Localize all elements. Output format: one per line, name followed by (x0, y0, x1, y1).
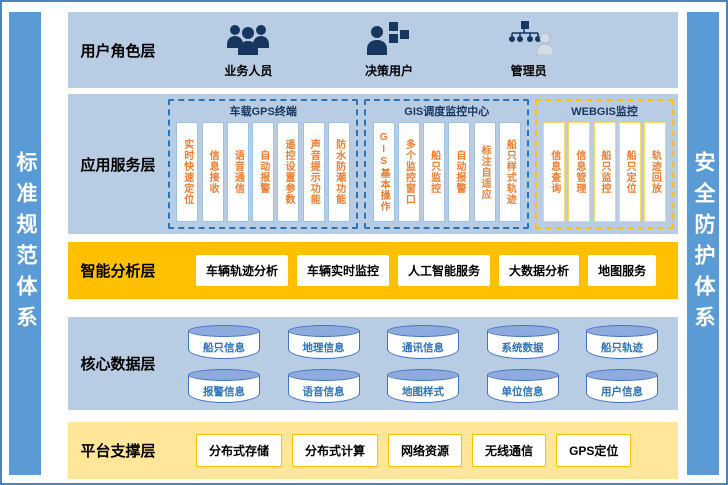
core-data-layer: 核心数据层 船只信息 地理信息 通讯信息 系统数据 船只轨迹 报警信息 语音信息… (68, 317, 678, 410)
service-feature-box: 信息管理 (568, 122, 591, 222)
database-cylinder: 船只信息 (188, 324, 260, 359)
platform-service-box: 分布式计算 (292, 434, 379, 467)
database-row: 船只信息 地理信息 通讯信息 系统数据 船只轨迹 (188, 324, 658, 359)
core-data-layer-label: 核心数据层 (80, 356, 156, 373)
service-group-items: GIS基本操作 多个监控窗口 船只监控 自动报警 标注自适应 船只样式轨迹 (369, 122, 524, 222)
layers-column: 用户角色层 业务人员 (68, 12, 678, 479)
service-feature-box: 防水防潮功能 (328, 122, 351, 222)
decision-users-icon (367, 21, 411, 60)
database-row: 报警信息 语音信息 地图样式 单位信息 用户信息 (188, 368, 658, 403)
database-cylinder: 通讯信息 (387, 324, 459, 359)
platform-service-box: GPS定位 (556, 434, 632, 467)
standards-system-bar: 标准规范体系 (9, 12, 41, 475)
service-group-title: WEBGIS监控 (571, 106, 638, 118)
analysis-services: 车辆轨迹分析 车辆实时监控 人工智能服务 大数据分析 地图服务 (168, 242, 678, 299)
service-feature-box: 信息接收 (201, 122, 224, 222)
service-feature-box: 自动报警 (252, 122, 275, 222)
service-group-items: 实时快速定位 信息接收 语音通信 自动报警 遥控设置参数 声音提示功能 防水防潮… (173, 122, 353, 222)
database-cylinder: 语音信息 (287, 368, 360, 403)
cylinder-top (486, 368, 559, 381)
service-feature-box: 轨迹回放 (643, 122, 666, 222)
role-label: 业务人员 (224, 64, 273, 78)
database-cylinder: 报警信息 (188, 368, 260, 403)
database-cylinder: 地理信息 (287, 324, 360, 359)
cylinder-top (586, 368, 658, 381)
cylinder-top (486, 324, 559, 337)
platform-support-layer-label: 平台支撑层 (80, 443, 156, 460)
cylinder-top (387, 368, 459, 381)
user-roles: 业务人员 决策用户 (168, 12, 678, 88)
platform-service-box: 分布式存储 (196, 434, 283, 467)
service-group-items: 信息查询 信息管理 船只监控 船只定位 轨迹回放 (540, 122, 669, 222)
service-feature-box: GIS基本操作 (372, 122, 395, 222)
service-groups: 车载GPS终端 实时快速定位 信息接收 语音通信 自动报警 遥控设置参数 声音提… (168, 94, 678, 234)
service-feature-box: 标注自适应 (473, 122, 496, 222)
service-feature-box: 船只监控 (593, 122, 616, 222)
role-decision-users: 决策用户 (365, 21, 413, 79)
role-business-users: 业务人员 (224, 21, 272, 79)
analysis-service-box: 大数据分析 (499, 255, 580, 286)
role-label: 决策用户 (365, 64, 414, 78)
analysis-service-box: 车辆轨迹分析 (196, 255, 289, 286)
service-group-gis-dispatch: GIS调度监控中心 GIS基本操作 多个监控窗口 船只监控 自动报警 标注自适应… (364, 99, 530, 229)
platform-service-box: 网络资源 (388, 434, 463, 467)
admin-user-icon (506, 21, 554, 60)
application-service-layer-label: 应用服务层 (80, 156, 156, 174)
standards-system-label: 标准规范体系 (14, 150, 37, 337)
analysis-service-box: 人工智能服务 (398, 255, 491, 286)
application-service-layer: 应用服务层 车载GPS终端 实时快速定位 信息接收 语音通信 自动报警 遥控设置… (68, 94, 678, 234)
database-cylinder: 系统数据 (486, 324, 559, 359)
database-cylinder: 船只轨迹 (586, 324, 658, 359)
intelligent-analysis-layer: 智能分析层 车辆轨迹分析 车辆实时监控 人工智能服务 大数据分析 地图服务 (68, 242, 678, 299)
user-role-layer: 用户角色层 业务人员 (68, 12, 678, 88)
service-group-title: 车载GPS终端 (229, 106, 297, 118)
cylinder-top (188, 324, 260, 337)
cylinder-top (387, 324, 459, 337)
service-feature-box: 遥控设置参数 (277, 122, 300, 222)
service-feature-box: 船只样式轨迹 (498, 122, 521, 222)
service-feature-box: 船只定位 (618, 122, 641, 222)
analysis-service-box: 车辆实时监控 (297, 255, 390, 286)
service-group-webgis: WEBGIS监控 信息查询 信息管理 船只监控 船只定位 轨迹回放 (535, 99, 674, 229)
role-label: 管理员 (510, 64, 547, 78)
security-system-bar: 安全防护体系 (687, 12, 719, 475)
business-users-icon (225, 21, 271, 60)
cylinder-top (586, 324, 658, 337)
platform-support-layer: 平台支撑层 分布式存储 分布式计算 网络资源 无线通信 GPS定位 (68, 422, 678, 479)
database-grid: 船只信息 地理信息 通讯信息 系统数据 船只轨迹 报警信息 语音信息 地图样式 … (168, 317, 678, 410)
service-feature-box: 信息查询 (543, 122, 566, 222)
database-cylinder: 单位信息 (486, 368, 559, 403)
security-system-label: 安全防护体系 (692, 150, 715, 337)
intelligent-analysis-layer-label: 智能分析层 (80, 263, 156, 280)
cylinder-top (188, 368, 260, 381)
role-admin: 管理员 (506, 21, 554, 79)
service-feature-box: 船只监控 (423, 122, 446, 222)
database-cylinder: 地图样式 (387, 368, 459, 403)
cylinder-top (287, 324, 360, 337)
cylinder-top (287, 368, 360, 381)
service-feature-box: 自动报警 (448, 122, 471, 222)
service-feature-box: 多个监控窗口 (397, 122, 420, 222)
service-feature-box: 实时快速定位 (176, 122, 199, 222)
service-feature-box: 声音提示功能 (302, 122, 325, 222)
service-group-vehicle-gps: 车载GPS终端 实时快速定位 信息接收 语音通信 自动报警 遥控设置参数 声音提… (168, 99, 359, 229)
platform-service-box: 无线通信 (472, 434, 547, 467)
platform-services: 分布式存储 分布式计算 网络资源 无线通信 GPS定位 (168, 422, 678, 479)
service-feature-box: 语音通信 (226, 122, 249, 222)
database-cylinder: 用户信息 (586, 368, 658, 403)
service-group-title: GIS调度监控中心 (404, 106, 490, 118)
user-role-layer-label: 用户角色层 (80, 42, 156, 60)
analysis-service-box: 地图服务 (588, 255, 657, 286)
